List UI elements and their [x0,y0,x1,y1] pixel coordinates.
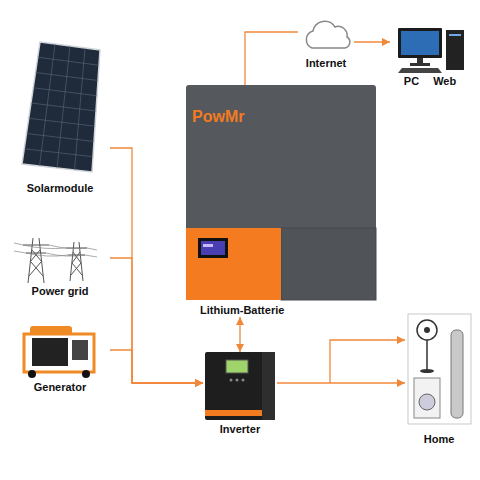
power-pylons [14,238,97,283]
power-connector [110,258,203,383]
wheel [82,370,90,378]
inverter-screen [226,360,248,373]
generator-figure [24,326,94,378]
power-connector [354,41,390,42]
inverter-side [262,352,275,420]
device-label: Internet [306,57,346,70]
feed-branch [330,340,405,383]
stand [417,58,423,63]
frame [24,334,94,372]
button [236,379,239,382]
device-label: Home [424,433,455,446]
inverter-figure [205,352,275,420]
unit-housing [186,85,376,300]
hybrid-unit [186,85,376,300]
device-node: Power grid [10,232,110,298]
device-node: Generator [10,322,110,394]
power-connector [110,148,203,383]
power-connector [277,382,405,383]
pc-icon [398,28,464,73]
display-bar [203,244,213,247]
button [242,379,245,382]
display [198,238,228,258]
fan-base [420,369,434,373]
control-panel [72,340,88,360]
device-node: Internet [298,14,354,70]
device-node: Solarmodule [10,40,110,195]
stand-base [410,63,430,66]
fan-hub [424,327,430,333]
keyboard [398,68,442,73]
button [230,379,233,382]
home-frame [408,314,471,424]
power-connector [110,350,203,383]
device-label: PC [404,75,419,88]
monitor [398,28,442,58]
screen [401,31,439,55]
device-node: PC Web [390,22,470,88]
home-appliances [408,314,471,424]
device-label: Lithium-Batterie [200,304,284,317]
power-connector [239,317,240,352]
cloud-icon [306,21,349,48]
display-screen [201,241,225,255]
wheel [28,370,36,378]
panel-body [22,42,100,172]
engine [32,338,68,366]
fan-stand [426,340,428,370]
brand-logo: PowMr [192,107,244,126]
washing-machine [414,378,440,418]
inverter-body [205,352,275,420]
tower-fan [451,330,463,418]
connector-group [110,32,405,383]
solar-panel [22,42,100,172]
device-label: Solarmodule [27,182,94,195]
inverter-stripe [205,410,262,416]
device-label: Power grid [32,285,89,298]
device-node: PowMrLithium-Batterie [186,85,376,317]
device-label: Generator [34,381,87,394]
tower-light [449,34,461,36]
power-connector [245,32,298,85]
unit-side-panel [281,228,376,300]
tower [446,30,464,70]
fan-head [417,320,437,340]
device-node: Home [405,312,473,446]
device-label: Web [433,75,456,88]
device-node: Inverter [203,352,277,436]
panel-cells [24,44,99,170]
washer-door [419,394,435,410]
device-label: Inverter [220,423,260,436]
battery-front [186,228,281,300]
